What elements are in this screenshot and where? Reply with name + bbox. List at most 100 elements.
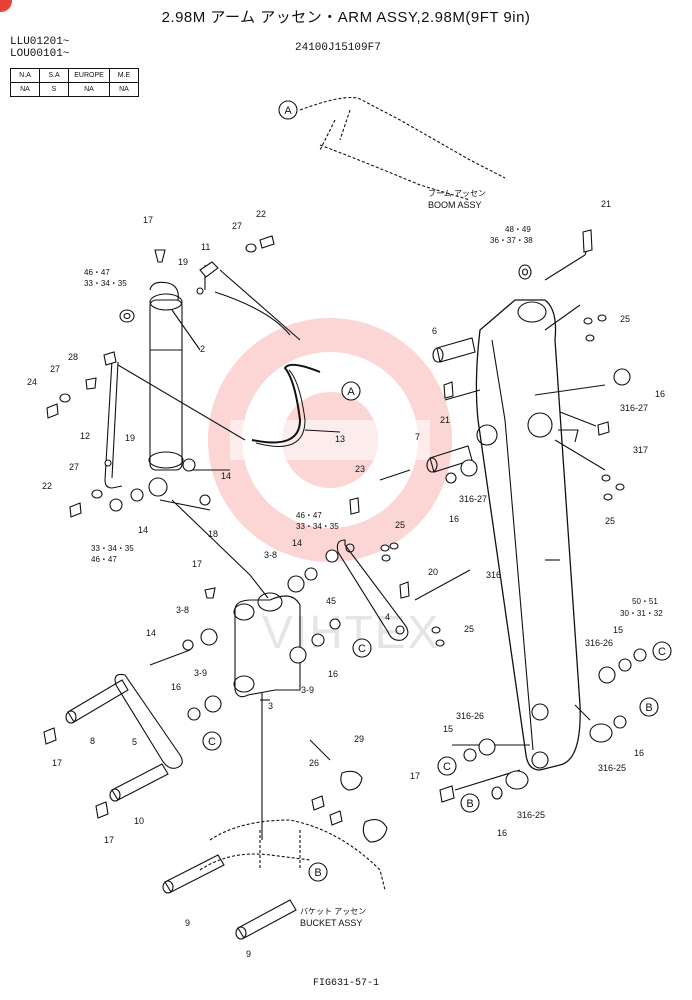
- part-label: 5: [132, 737, 137, 747]
- part-label: 16: [328, 669, 338, 679]
- watermark-text: VIHTEX: [262, 606, 440, 658]
- page-title: 2.98M アーム アッセン・ARM ASSY,2.98M(9FT 9in): [161, 9, 531, 26]
- part-label: 317: [633, 445, 648, 455]
- part-label: 15: [613, 625, 623, 635]
- part-label: 27: [232, 221, 242, 231]
- part-label: 46・47: [84, 268, 110, 277]
- part-label: 16: [634, 748, 644, 758]
- callout-label: B: [466, 798, 473, 810]
- part-label: 16: [449, 514, 459, 524]
- part-label: 9: [185, 918, 190, 928]
- callout-label: A: [347, 386, 355, 398]
- callout-label: C: [658, 646, 666, 658]
- part-label: 3-8: [264, 550, 277, 560]
- part-label: 21: [440, 415, 450, 425]
- availability-value-row: NA S NA NA: [10, 82, 139, 97]
- callout-c: C: [202, 731, 222, 751]
- part-label: 17: [192, 559, 202, 569]
- part-label: 3-8: [176, 605, 189, 615]
- part-label: 21: [601, 199, 611, 209]
- callouts: A A B B B C C C: [202, 100, 672, 882]
- part-label: 16: [497, 828, 507, 838]
- callout-b: B: [639, 697, 659, 717]
- part-label: 25: [395, 520, 405, 530]
- part-label: 25: [605, 516, 615, 526]
- part-label: 23: [355, 464, 365, 474]
- part-label: 22: [256, 209, 266, 219]
- part-number: 24100J15109F7: [295, 42, 381, 54]
- part-label: 36・37・38: [490, 236, 533, 245]
- callout-label: B: [645, 702, 652, 714]
- part-label: 45: [326, 596, 336, 606]
- part-label: 17: [52, 758, 62, 768]
- part-label: 14: [138, 525, 148, 535]
- figure-number: FIG631-57-1: [312, 978, 379, 989]
- part-label: 16: [171, 682, 181, 692]
- assembly-labels: ブーム アッセン BOOM ASSY バケット アッセン BUCKET ASSY: [300, 188, 486, 928]
- callout-label: C: [443, 761, 451, 773]
- pin-10-shape: [109, 763, 169, 802]
- part-label: 12: [80, 431, 90, 441]
- part-labels: 17 27 22 11 19 46・47 33・34・35 2 28 27 24…: [27, 199, 665, 959]
- part-label: 26: [309, 758, 319, 768]
- serial-range: LLU01201~ LOU00101~: [10, 36, 69, 60]
- part-label: 14: [221, 471, 231, 481]
- part-label: 6: [432, 326, 437, 336]
- part-label: 27: [50, 364, 60, 374]
- part-label: 316-25: [598, 763, 626, 773]
- part-label: 8: [90, 736, 95, 746]
- part-label: 2: [200, 344, 205, 354]
- callout-label: C: [208, 736, 216, 748]
- bucket-assy-jp: バケット アッセン: [300, 907, 366, 916]
- part-label: 3-9: [301, 685, 314, 695]
- part-label: 46・47: [91, 555, 117, 564]
- part-label: 50・51: [632, 597, 658, 606]
- part-label: 3-9: [194, 668, 207, 678]
- part-label: 30・31・32: [620, 609, 663, 618]
- callout-c: C: [352, 638, 372, 658]
- part-label: 33・34・35: [91, 544, 134, 553]
- callout-label: B: [314, 867, 321, 879]
- part-label: 33・34・35: [84, 279, 127, 288]
- callout-b: B: [308, 862, 328, 882]
- hardware-parts: [43, 229, 647, 843]
- callout-label: A: [284, 105, 292, 117]
- callout-b: B: [460, 793, 480, 813]
- part-label: 27: [69, 462, 79, 472]
- serial-line-1: LLU01201~: [10, 36, 70, 48]
- part-label: 22: [42, 481, 52, 491]
- part-label: 24: [27, 377, 37, 387]
- part-label: 33・34・35: [296, 522, 339, 531]
- pin-8-shape: [65, 679, 129, 724]
- part-label: 11: [201, 242, 210, 252]
- part-label: 9: [246, 949, 251, 959]
- watermark-logo: VIHTEX: [208, 318, 452, 658]
- callout-a: A: [278, 100, 298, 120]
- part-label: 19: [125, 433, 135, 443]
- pin-9b-shape: [235, 899, 297, 940]
- boom-assy-en: BOOM ASSY: [428, 200, 482, 210]
- part-label: 316-26: [585, 638, 613, 648]
- part-label: 13: [335, 434, 345, 444]
- part-label: 4: [385, 612, 390, 622]
- part-label: 28: [68, 352, 78, 362]
- serial-line-2: LOU00101~: [10, 48, 70, 60]
- part-label: 7: [415, 432, 420, 442]
- part-label: 48・49: [505, 225, 531, 234]
- value-na: NA: [10, 82, 40, 97]
- bucket-assy-en: BUCKET ASSY: [300, 918, 362, 928]
- part-label: 15: [443, 724, 453, 734]
- part-label: 25: [464, 624, 474, 634]
- part-label: 17: [143, 215, 153, 225]
- part-label: 16: [655, 389, 665, 399]
- part-label: 3: [268, 701, 273, 711]
- part-label: 14: [292, 538, 302, 548]
- value-me: NA: [109, 82, 139, 97]
- part-label: 29: [354, 734, 364, 744]
- callout-label: C: [358, 643, 366, 655]
- part-label: 316-27: [459, 494, 487, 504]
- boom-assy-jp: ブーム アッセン: [428, 188, 486, 198]
- part-label: 46・47: [296, 511, 322, 520]
- availability-table: N.A S.A EUROPE M.E NA S NA NA: [10, 68, 139, 97]
